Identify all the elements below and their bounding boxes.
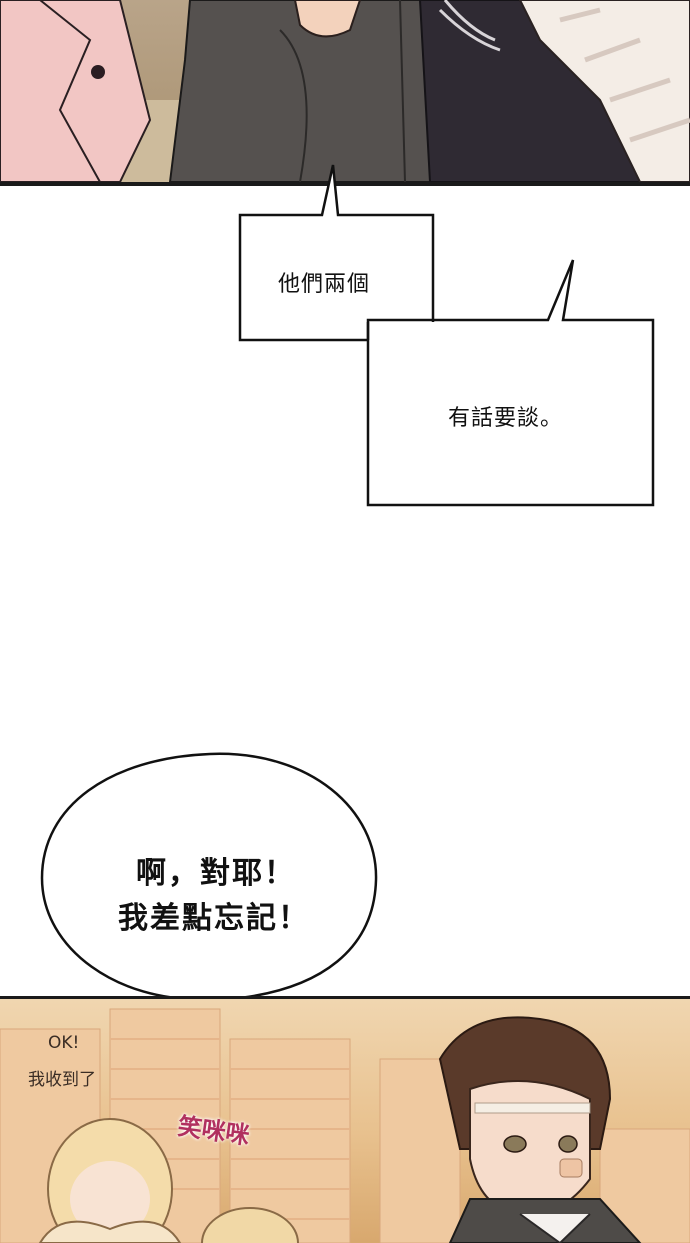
blonde-characters xyxy=(38,1118,299,1243)
brown-haired-character xyxy=(438,1016,642,1243)
sfx-ok: OK! xyxy=(48,1033,80,1053)
dialogue-line-2: 有話要談。 xyxy=(448,406,564,431)
exclaim-line-2: 我差點忘記！ xyxy=(118,901,310,936)
sfx-received: 我收到了 xyxy=(28,1070,96,1090)
speech-bubble-2 xyxy=(366,259,655,507)
dialogue-line-1: 他們兩個 xyxy=(278,272,371,297)
top-panel-illustration xyxy=(0,0,690,182)
top-comic-panel xyxy=(0,0,690,186)
speech-bubble-1 xyxy=(238,164,435,342)
pink-coat xyxy=(0,0,152,182)
hand xyxy=(293,0,362,38)
exclaim-line-1: 啊，對耶！ xyxy=(136,856,296,891)
bottom-panel-illustration xyxy=(0,1008,690,1243)
rectangular-speech-bubbles xyxy=(238,164,655,507)
coat-button xyxy=(91,65,105,79)
bottom-comic-panel: OK! 我收到了 笑咪咪 xyxy=(0,996,690,1243)
